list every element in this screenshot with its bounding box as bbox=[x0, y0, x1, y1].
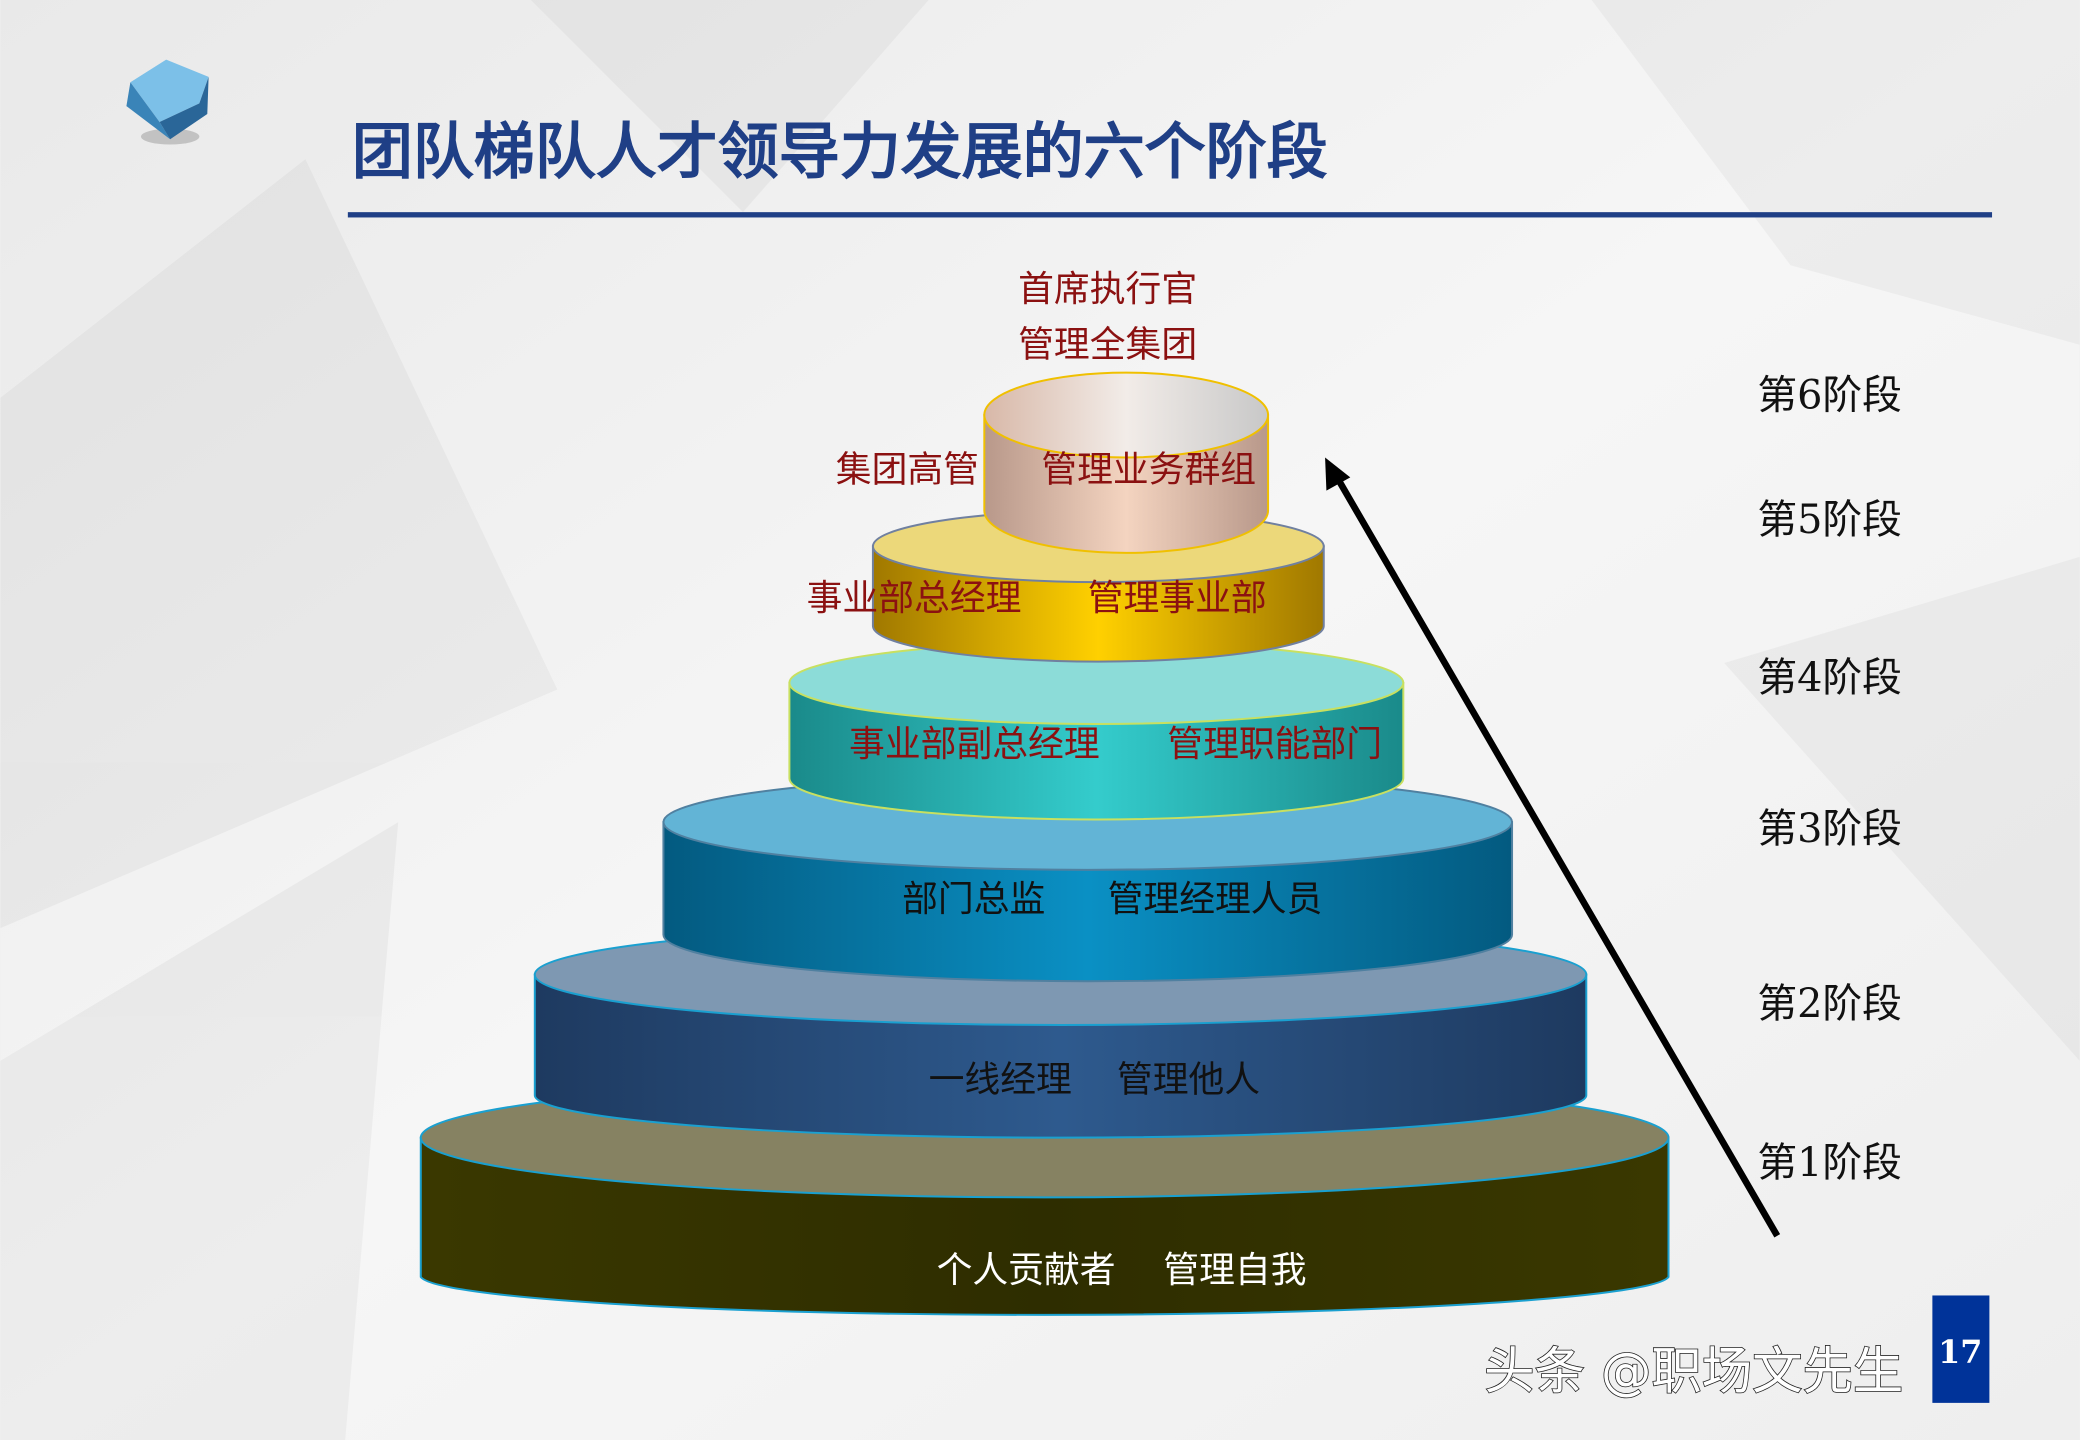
tier-1-scope: 管理自我 bbox=[1163, 1250, 1306, 1291]
tier-5-role: 事业部总经理 bbox=[807, 578, 1022, 619]
stage-2-label: 第2阶段 bbox=[1757, 981, 1902, 1027]
stage-3-label: 第3阶段 bbox=[1757, 806, 1902, 852]
tier-2-scope: 管理他人 bbox=[1117, 1059, 1260, 1100]
tier-3-scope: 管理经理人员 bbox=[1108, 879, 1323, 920]
tier-3-role: 部门总监 bbox=[902, 879, 1045, 920]
tier-1-role: 个人贡献者 bbox=[937, 1250, 1116, 1291]
tier-4 bbox=[788, 640, 1405, 821]
cube-logo-icon bbox=[126, 59, 209, 145]
tier-3 bbox=[662, 773, 1514, 983]
title-rule bbox=[347, 212, 1993, 218]
tier-2-role: 一线经理 bbox=[929, 1059, 1072, 1100]
tier-4-role: 事业部副总经理 bbox=[849, 724, 1100, 765]
stage-1-label: 第1阶段 bbox=[1757, 1140, 1902, 1186]
top-label-ceo: 首席执行官 bbox=[1018, 269, 1197, 310]
tier-6-role: 集团高管 bbox=[836, 449, 979, 490]
top-label-scope: 管理全集团 bbox=[1018, 325, 1197, 366]
stage-6-label: 第6阶段 bbox=[1757, 372, 1902, 418]
page-number-box bbox=[1932, 1295, 1990, 1403]
tier-4-scope: 管理职能部门 bbox=[1167, 724, 1382, 765]
tier-5-scope: 管理事业部 bbox=[1088, 578, 1267, 619]
stage-5-label: 第5阶段 bbox=[1757, 497, 1902, 543]
tier-6-scope: 管理业务群组 bbox=[1041, 449, 1256, 490]
watermark: 头条 @职场文先生 bbox=[1484, 1341, 1903, 1400]
page-title: 团队梯队人才领导力发展的六个阶段 bbox=[352, 116, 1328, 187]
tier-6 bbox=[983, 371, 1270, 554]
progression-arrow-icon bbox=[1325, 457, 1781, 1238]
stage-4-label: 第4阶段 bbox=[1757, 655, 1902, 701]
page-number: 17 bbox=[1938, 1333, 1982, 1371]
